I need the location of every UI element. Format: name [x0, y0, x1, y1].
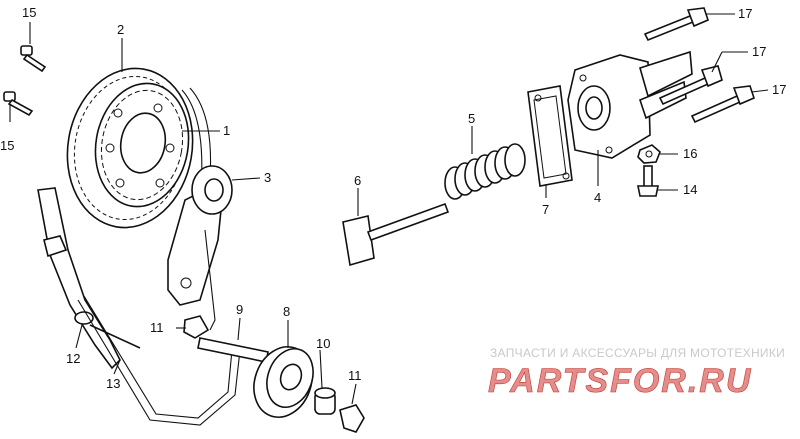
callout-16: 16	[683, 146, 697, 161]
callout-1: 1	[223, 123, 230, 138]
svg-text:PARTSFOR.RU: PARTSFOR.RU	[488, 362, 752, 400]
callout-15-upper: 15	[22, 5, 36, 20]
callout-8: 8	[283, 304, 290, 319]
watermark-logo: PARTSFOR.RU	[488, 362, 752, 401]
cap-11-lower	[339, 404, 365, 433]
cam-chain-and-sprocket	[66, 67, 212, 229]
watermark-tagline: ЗАПЧАСТИ И АКСЕССУАРЫ ДЛЯ МОТОТЕХНИКИ	[490, 346, 785, 360]
callout-7: 7	[542, 202, 549, 217]
callout-11-lower: 11	[348, 368, 362, 383]
spring-5	[444, 143, 526, 200]
callout-11-upper: 11	[150, 320, 164, 335]
callout-6: 6	[354, 173, 361, 188]
bolt-14	[637, 165, 659, 197]
callout-17-right: 17	[772, 82, 786, 97]
roller-8	[253, 346, 314, 418]
leader-lines	[9, 13, 769, 405]
callout-15-lower: 15	[0, 138, 14, 153]
cap-11-upper	[183, 315, 210, 339]
gasket-7	[527, 85, 573, 187]
callout-3: 3	[264, 170, 271, 185]
tensioner-housing-4	[567, 50, 693, 159]
bolt-17-right	[690, 85, 755, 124]
callout-4: 4	[594, 190, 601, 205]
callout-17-middle: 17	[752, 44, 766, 59]
callout-10: 10	[316, 336, 330, 351]
callout-14: 14	[683, 182, 697, 197]
tensioner-arm-3	[167, 165, 233, 331]
pin-9	[197, 337, 269, 363]
guide-rod-13	[77, 295, 241, 426]
bolt-17-middle	[658, 65, 723, 106]
callout-9: 9	[236, 302, 243, 317]
callout-5: 5	[468, 111, 475, 126]
callout-2: 2	[117, 22, 124, 37]
callout-labels: 15 15 2 1 3 5 6 7 4 16 14 17 17 17 12 13…	[0, 5, 786, 391]
collar-10	[314, 387, 336, 415]
callout-13: 13	[106, 376, 120, 391]
bolt-17-top	[643, 7, 709, 42]
watermark: ЗАПЧАСТИ И АКСЕССУАРЫ ДЛЯ МОТОТЕХНИКИ PA…	[488, 346, 785, 400]
push-rod-6	[342, 202, 450, 267]
callout-12: 12	[66, 351, 80, 366]
bolt-15-upper	[20, 45, 47, 73]
bolt-15-lower	[3, 91, 34, 117]
callout-17-top: 17	[738, 6, 752, 21]
nut-16	[637, 144, 661, 164]
